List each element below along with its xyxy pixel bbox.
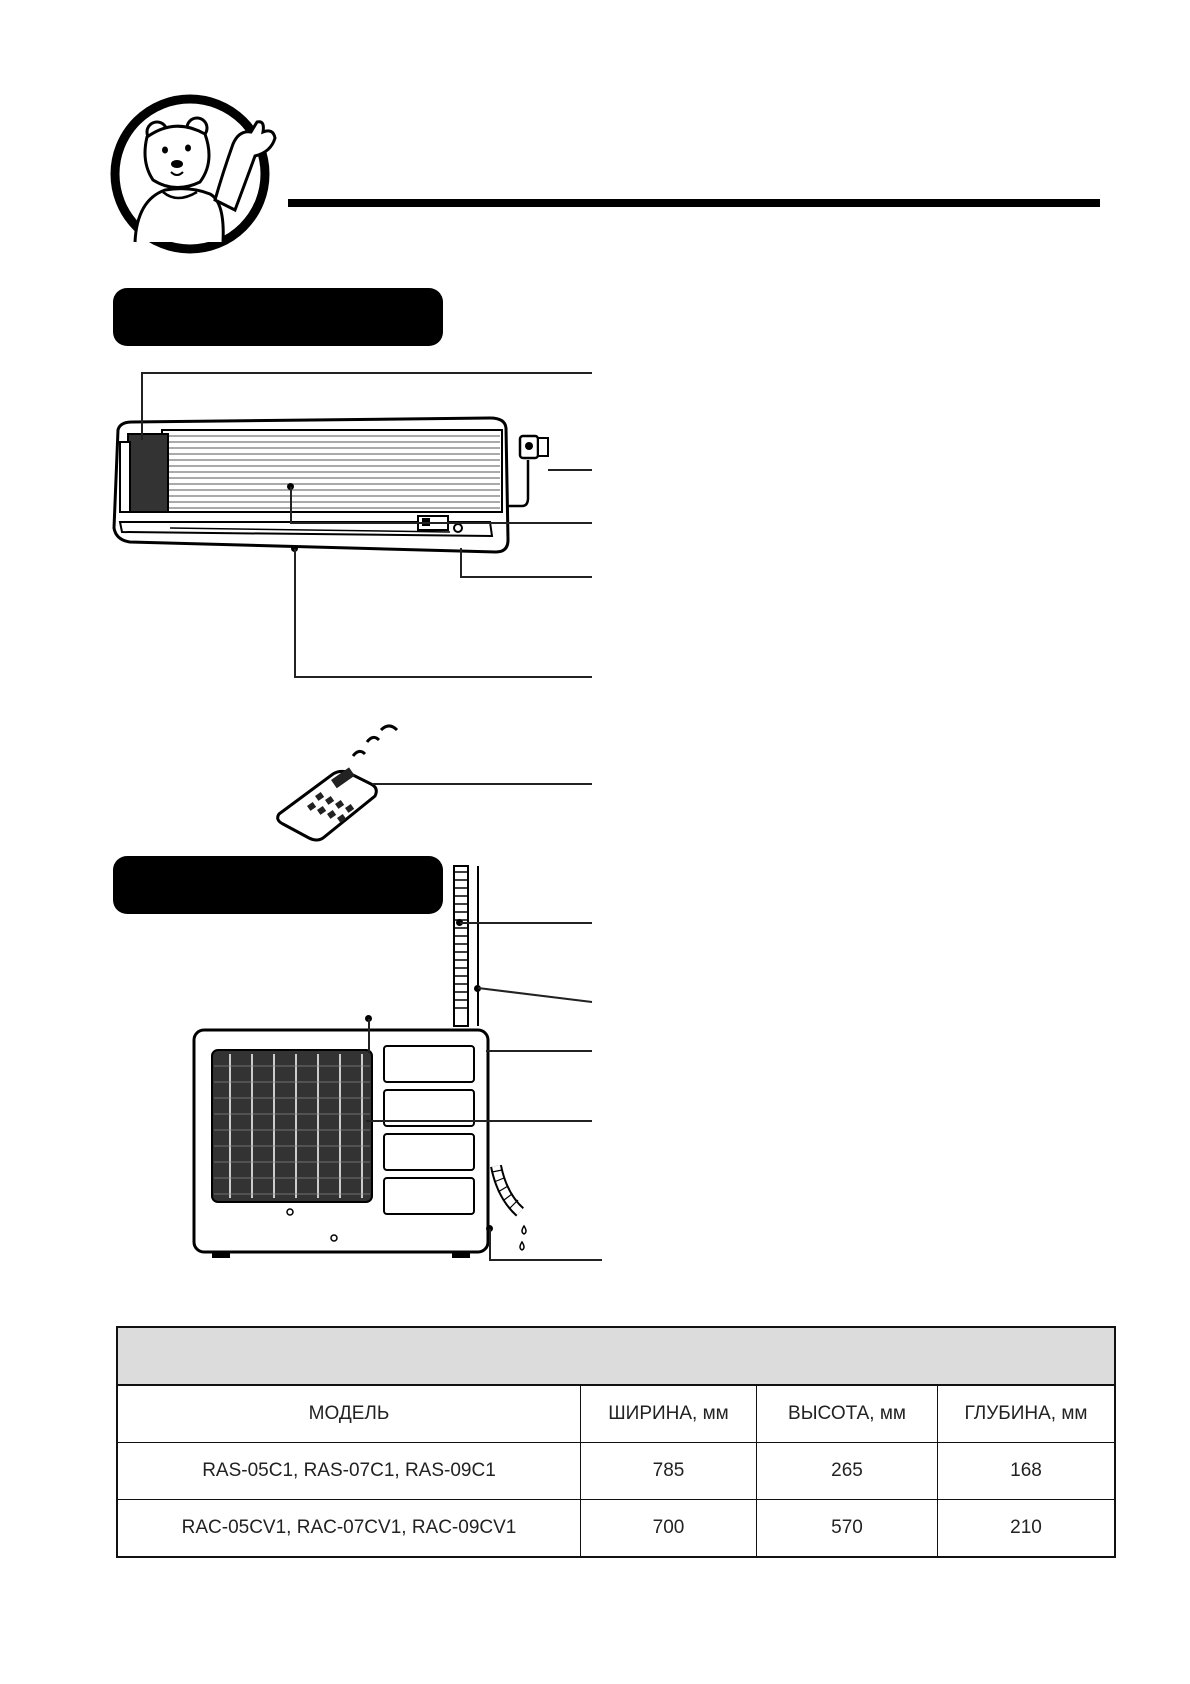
cell-depth: 168: [937, 1442, 1116, 1500]
table-title-cell: [116, 1326, 1116, 1386]
leader-dot-grille: [287, 483, 294, 490]
header-model: МОДЕЛЬ: [116, 1384, 581, 1443]
cell-height: 570: [756, 1499, 938, 1558]
leader-grille-vertical: [290, 487, 292, 523]
leader-display-horizontal: [460, 576, 592, 578]
bear-mascot-logo: [110, 94, 277, 254]
leader-filter-horizontal: [141, 372, 592, 374]
cell-model: RAS-05C1, RAS-07C1, RAS-09C1: [116, 1442, 581, 1500]
leader-remote: [372, 783, 592, 785]
leader-top-vertical: [368, 1019, 370, 1053]
header-height: ВЫСОТА, мм: [756, 1384, 938, 1443]
leader-dot-drain: [486, 1225, 493, 1232]
dimensions-table: МОДЕЛЬ ШИРИНА, мм ВЫСОТА, мм ГЛУБИНА, мм…: [116, 1326, 1116, 1558]
leader-grille-horizontal: [290, 522, 592, 524]
header-width: ШИРИНА, мм: [580, 1384, 757, 1443]
cell-width: 700: [580, 1499, 757, 1558]
leader-cable: [477, 987, 593, 1003]
cell-depth: 210: [937, 1499, 1116, 1558]
table-row: RAS-05C1, RAS-07C1, RAS-09C1 785 265 168: [116, 1442, 1116, 1500]
table-title-row: [116, 1326, 1116, 1386]
leader-display-vertical: [460, 548, 462, 576]
leader-side-panel: [486, 1050, 592, 1052]
indoor-unit-illustration: [112, 416, 549, 554]
leader-louver-horizontal: [294, 676, 592, 678]
leader-dot-pipe: [456, 919, 463, 926]
cell-width: 785: [580, 1442, 757, 1500]
header-rule: [288, 199, 1100, 207]
leader-drain-vertical: [489, 1229, 491, 1261]
table-header-row: МОДЕЛЬ ШИРИНА, мм ВЫСОТА, мм ГЛУБИНА, мм: [116, 1384, 1116, 1443]
leader-dot-top: [365, 1015, 372, 1022]
leader-drain-horizontal: [489, 1259, 602, 1261]
leader-dot-louver: [291, 545, 298, 552]
remote-control-illustration: [276, 724, 399, 842]
table-row: RAC-05CV1, RAC-07CV1, RAC-09CV1 700 570 …: [116, 1499, 1116, 1558]
leader-pipe: [460, 922, 592, 924]
indoor-unit-section-label: [113, 288, 443, 346]
outdoor-unit-illustration: [192, 865, 527, 1258]
leader-grille-out: [366, 1120, 592, 1122]
leader-plug: [548, 469, 592, 471]
outdoor-unit-section-label: [113, 856, 443, 914]
leader-louver-vertical: [294, 549, 296, 677]
cell-height: 265: [756, 1442, 938, 1500]
header-depth: ГЛУБИНА, мм: [937, 1384, 1116, 1443]
cell-model: RAC-05CV1, RAC-07CV1, RAC-09CV1: [116, 1499, 581, 1558]
leader-dot-cable: [474, 985, 481, 992]
leader-filter-vertical: [141, 372, 143, 440]
